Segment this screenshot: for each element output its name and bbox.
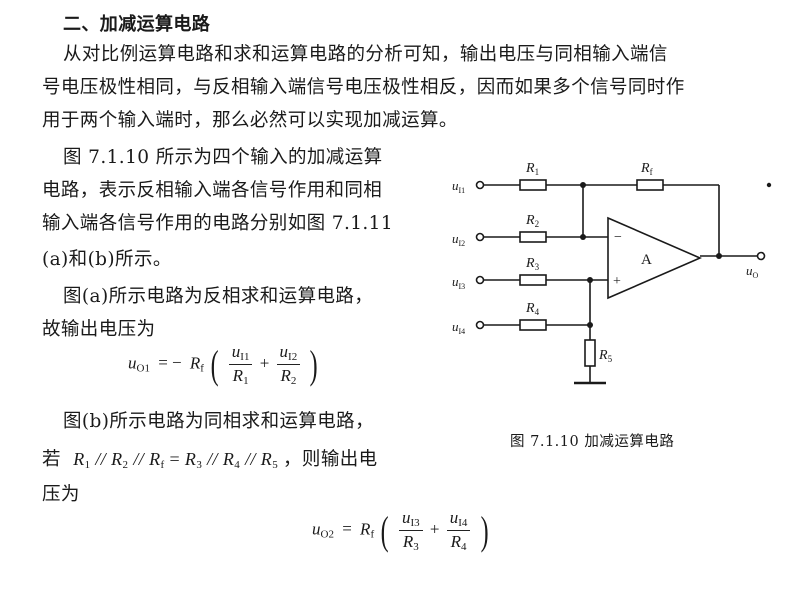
fraction-ui4-r4: uI4 R4 (446, 508, 471, 553)
label-amp: A (641, 252, 652, 268)
resistor-r2 (519, 231, 547, 243)
section-heading: 二、加减运算电路 (63, 14, 211, 35)
resistance-condition: R1 // R2 // Rf = R3 // R4 // R5 (73, 449, 279, 471)
equation-uo1: uO1 = − Rf ( uI1 R1 + uI2 R2 ) (128, 341, 319, 387)
label-ui2: uI2 (452, 231, 465, 248)
figure-caption: 图 7.1.10 加减运算电路 (510, 434, 675, 450)
resistor-r4 (519, 319, 547, 331)
para2-line1: 图 7.1.10 所示为四个输入的加减运算 (63, 147, 383, 168)
label-r2: R2 (525, 213, 539, 229)
para3-line1: 图(a)所示电路为反相求和运算电路， (63, 286, 374, 307)
label-uo: uO (746, 263, 759, 280)
para4-line2: 若 R1 // R2 // Rf = R3 // R4 // R5 ，则输出电 (42, 449, 378, 471)
fraction-ui2-r2: uI2 R2 (276, 342, 301, 387)
para4-line3: 压为 (42, 484, 80, 505)
terminal-ui3 (475, 275, 485, 285)
label-r3: R3 (525, 256, 540, 272)
para1-line1: 从对比例运算电路和求和运算电路的分析可知，输出电压与同相输入端信 (63, 44, 668, 65)
resistor-r1 (519, 179, 547, 191)
equation-uo2: uO2 = Rf ( uI3 R3 + uI4 R4 ) (312, 507, 489, 553)
label-ui3: uI3 (452, 274, 465, 291)
terminal-ui4 (475, 320, 485, 330)
terminal-uo (756, 251, 766, 261)
resistor-r5 (584, 339, 596, 367)
label-r4: R4 (525, 301, 540, 317)
label-ui1: uI1 (452, 178, 465, 195)
para2-line4: (a)和(b)所示。 (42, 249, 172, 270)
terminal-ui1 (475, 180, 485, 190)
label-r5: R5 (598, 348, 613, 364)
terminal-ui2 (475, 232, 485, 242)
label-r1: R1 (525, 161, 539, 177)
para4-line1: 图(b)所示电路为同相求和运算电路， (63, 411, 374, 432)
resistor-r3 (519, 274, 547, 286)
fraction-ui1-r1: uI1 R1 (228, 342, 253, 387)
para1-line3: 用于两个输入端时，那么必然可以实现加减运算。 (42, 110, 458, 131)
resistor-rf (636, 179, 664, 191)
para2-line2: 电路，表示反相输入端各信号作用和同相 (42, 180, 383, 201)
fraction-ui3-r3: uI3 R3 (398, 508, 423, 553)
para1-line2: 号电压极性相同，与反相输入端信号电压极性相反，因而如果多个信号同时作 (42, 77, 685, 98)
para3-line2: 故输出电压为 (42, 319, 156, 340)
label-minus: − (614, 230, 622, 245)
label-ui4: uI4 (452, 319, 465, 336)
label-rf: Rf (640, 161, 653, 177)
para2-line3: 输入端各信号作用的电路分别如图 7.1.11 (42, 213, 394, 234)
label-plus: + (613, 274, 621, 289)
op-amp (607, 216, 703, 300)
